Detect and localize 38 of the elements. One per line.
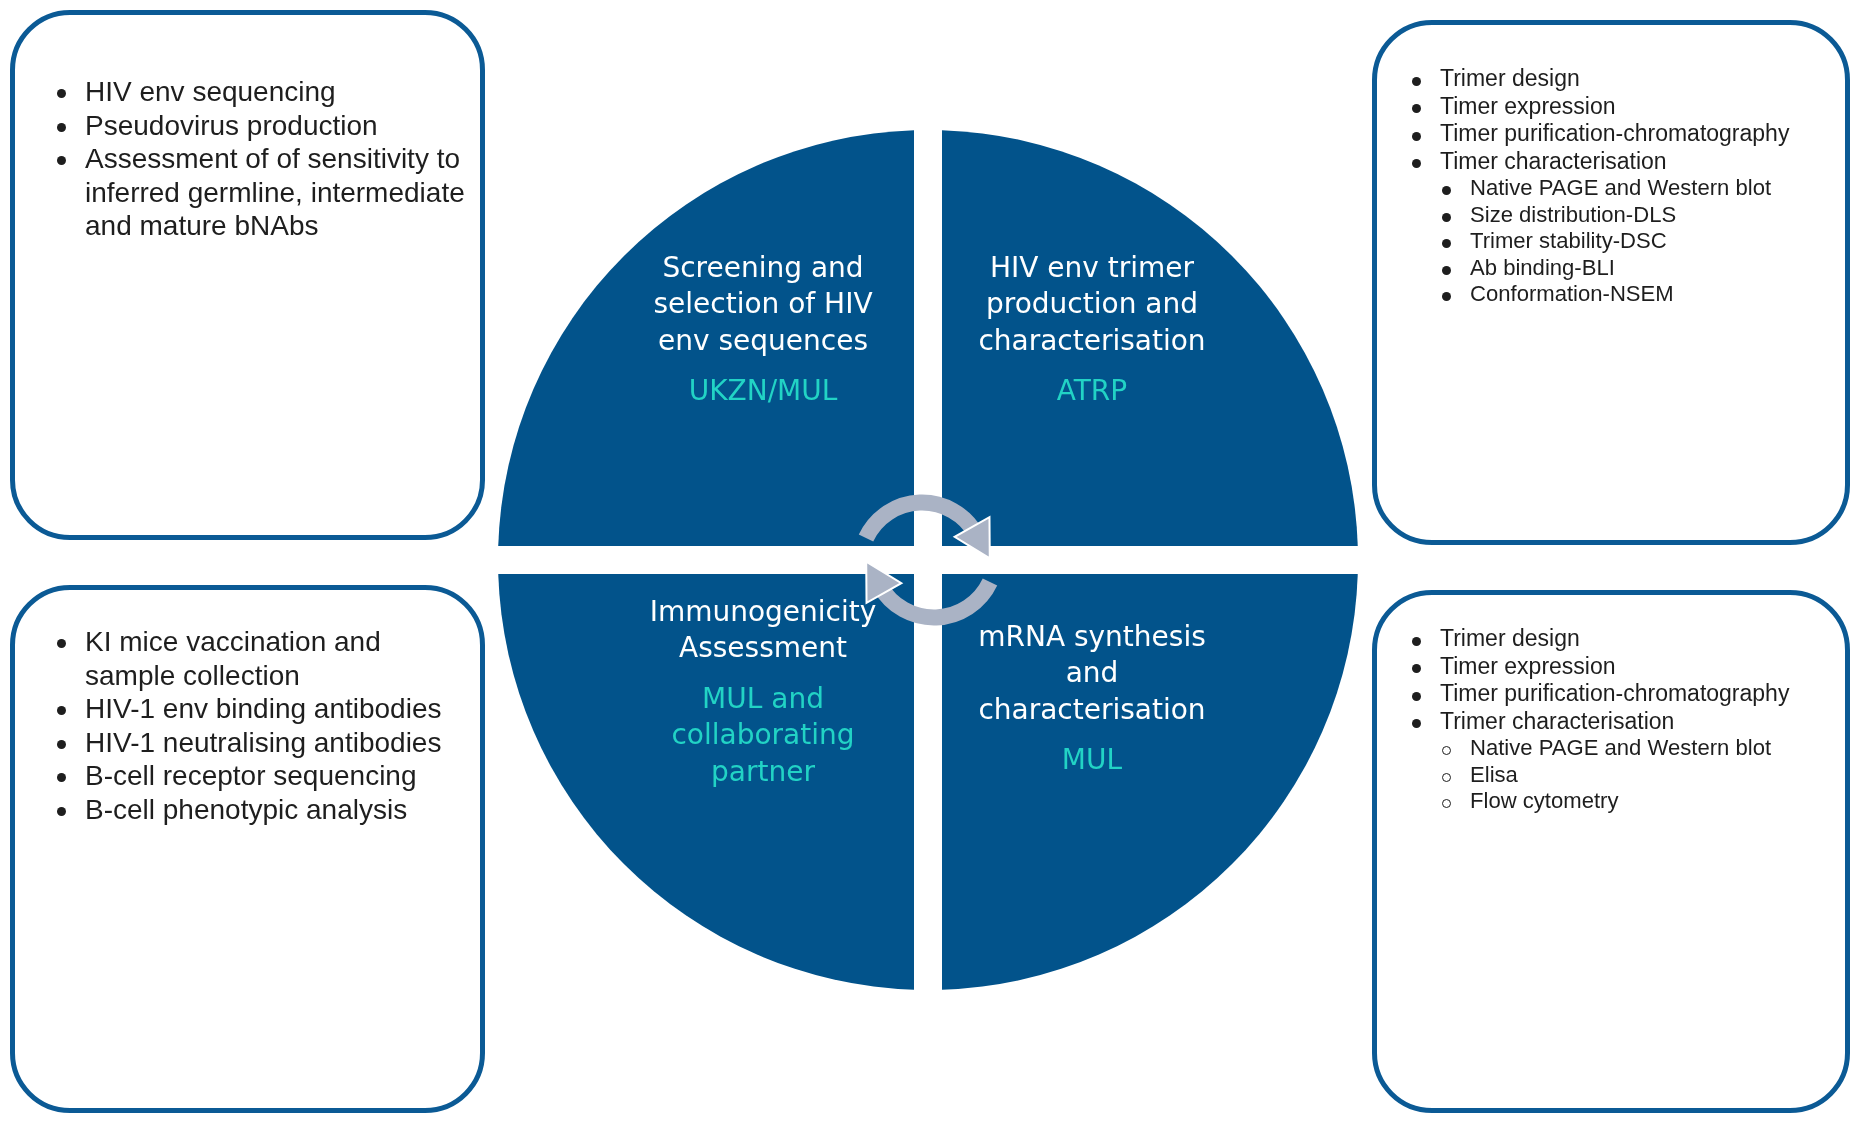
task-list-card [10, 10, 485, 540]
list-item: HIV-1 env binding antibodies [85, 693, 442, 725]
list-item: Assessment of of sensitivity to inferred germline, intermediate and mature bNAbs [85, 143, 465, 242]
quadrant-title: Screening and selection of HIV env sequences [652, 250, 874, 359]
quadrant-title: HIV env trimer production and characterisation [977, 250, 1207, 359]
list-item: Pseudovirus production [85, 109, 378, 141]
cycle-arrow [859, 494, 993, 559]
list-item: Native PAGE and Western blot [1470, 175, 1772, 201]
list-item: Timer characterisation [1440, 147, 1667, 174]
list-item: Size distribution-DLS [1470, 201, 1677, 227]
list-item: B-cell phenotypic analysis [85, 793, 408, 825]
list-item: Native PAGE and Western blot [1470, 735, 1772, 761]
list-item: Timer expression [1440, 92, 1616, 119]
task-list-card [10, 585, 485, 1113]
list-item: Timer purification-chromatography [1440, 680, 1790, 707]
quadrant-title: Immunogenicity Assessment [648, 594, 878, 667]
task-list-card [1372, 20, 1850, 545]
list-item: Ab binding-BLI [1470, 254, 1615, 280]
partner-label: MUL and collaborating partner [670, 680, 856, 790]
list-item: Conformation-NSEM [1470, 281, 1674, 307]
list-item: Flow cytometry [1470, 788, 1619, 814]
partner-label: MUL [1060, 742, 1124, 779]
partner-label: ATRP [1055, 373, 1129, 410]
task-list-card [1372, 590, 1850, 1113]
list-item: Trimer design [1440, 65, 1580, 91]
quadrant-title: mRNA synthesis and characterisation [977, 619, 1207, 728]
list-item: HIV-1 neutralising antibodies [85, 726, 442, 758]
partner-label: UKZN/MUL [687, 373, 839, 410]
list-item: HIV env sequencing [85, 76, 336, 107]
list-item: B-cell receptor sequencing [85, 760, 417, 792]
list-item: Trimer stability-DSC [1470, 228, 1667, 254]
list-item: KI mice vaccination and sample collection [85, 626, 381, 691]
list-item: Timer expression [1440, 652, 1616, 679]
list-item: Trimer design [1440, 625, 1580, 651]
list-item: Trimer characterisation [1440, 707, 1675, 734]
list-item: Elisa [1470, 761, 1518, 787]
list-item: Timer purification-chromatography [1440, 120, 1790, 147]
cycle-arrow [863, 561, 997, 626]
